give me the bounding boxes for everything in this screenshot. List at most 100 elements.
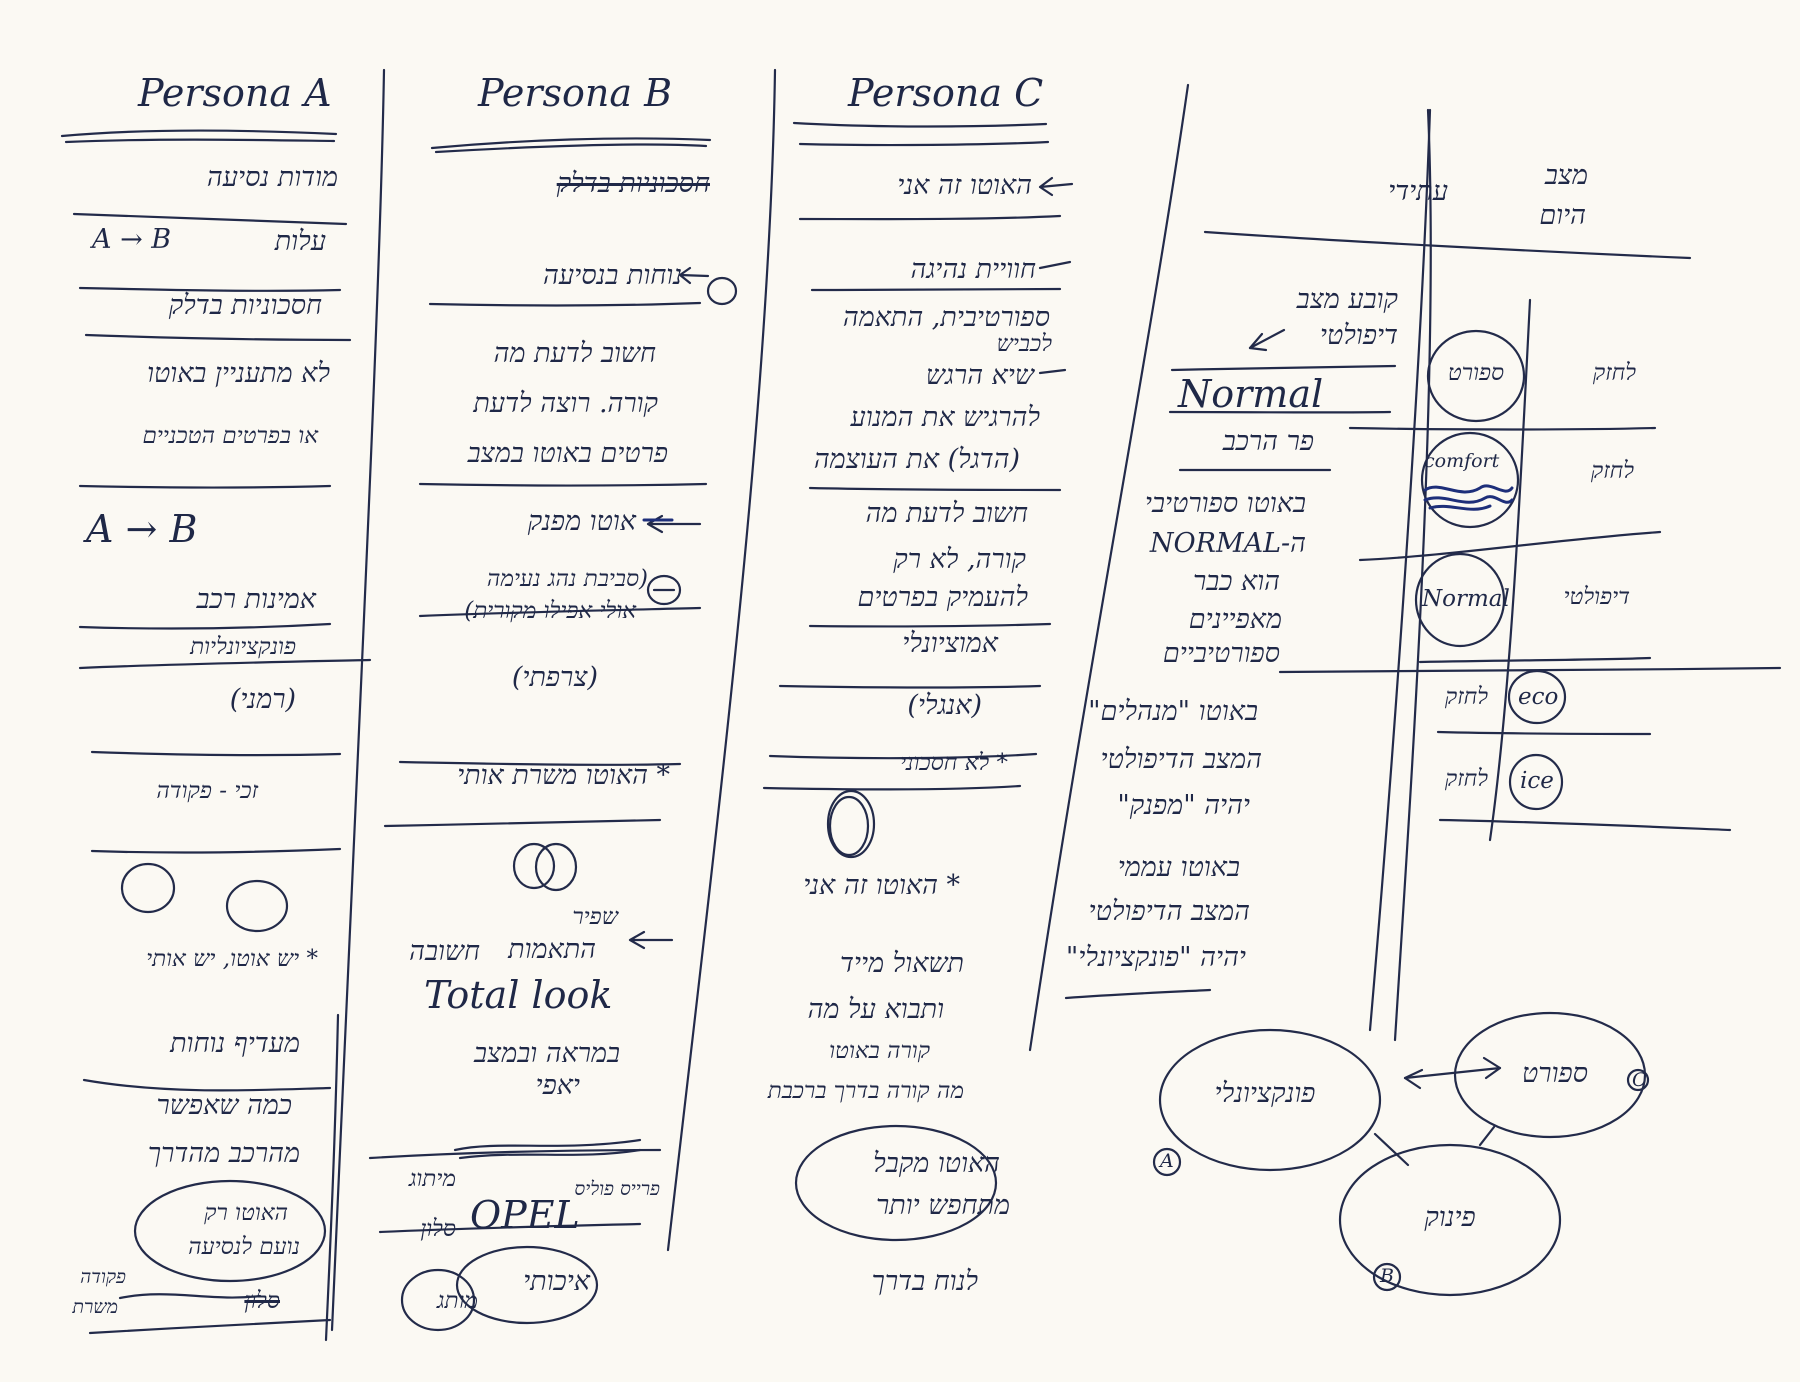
- column-d-item: ה-NORMAL: [1149, 528, 1306, 559]
- mode-label: ספורט: [1447, 360, 1505, 386]
- persona-b-item: קורה. רוצה לדעת: [473, 388, 658, 419]
- persona-b-item: מותג: [436, 1288, 478, 1314]
- persona-b-item: (סביבת נהג נעימה: [486, 566, 648, 592]
- venn-node-tag: B: [1380, 1265, 1394, 1287]
- persona-a-item: זכי - פקודה: [156, 778, 258, 804]
- persona-c-item: * לא חסכוני: [899, 750, 1008, 776]
- mode-label: eco: [1518, 684, 1559, 710]
- persona-a-item: לא מתעניין באוטו: [147, 358, 330, 389]
- mode-table-header: היום: [1539, 200, 1586, 231]
- mode-label: Normal: [1422, 586, 1510, 612]
- mode-future: לחזק: [1444, 684, 1488, 710]
- column-d-item: קובע מצב: [1296, 284, 1398, 315]
- persona-a-item: A → B: [86, 507, 198, 551]
- persona-a-item: נועם לנסיעה: [188, 1234, 300, 1260]
- persona-b-item: Total look: [424, 973, 613, 1017]
- persona-b-item: אולי אפילו מקורית): [464, 598, 636, 624]
- column-d-item: יהיה "פונקציונלי": [1065, 942, 1246, 973]
- column-d-item: הוא כבר: [1193, 566, 1280, 597]
- column-d-item: ספורטיביים: [1162, 638, 1280, 669]
- persona-a-item: מהרכב מהדרך: [147, 1138, 300, 1169]
- persona-a-item: אמינות רכב: [196, 584, 317, 615]
- persona-c-item: (אנגלי): [907, 690, 982, 721]
- persona-c-item: האוטו זה אני: [897, 170, 1032, 201]
- persona-a-item: A → B: [92, 224, 172, 255]
- persona-c-item: מה קורה בדרך ברכבת: [767, 1078, 964, 1104]
- persona-c-item: חוויית נהיגה: [910, 254, 1036, 285]
- persona-b-item: נוחות בנסיעה: [543, 260, 682, 291]
- mode-label: ice: [1520, 768, 1554, 794]
- venn-node-label: ספורט: [1522, 1058, 1588, 1089]
- persona-b-item: איכותי: [523, 1266, 590, 1297]
- persona-a-title: Persona A: [138, 71, 332, 115]
- persona-a-item: פונקציונליות: [190, 634, 296, 660]
- persona-a-item: * יש אוטו, יש אותי: [146, 946, 318, 972]
- persona-b-item: OPEL: [470, 1193, 580, 1237]
- persona-c-item: מתחפש יותר: [875, 1190, 1010, 1221]
- persona-c-item: אמוציונלי: [902, 628, 998, 659]
- persona-c-item: שיא הרגש: [925, 360, 1034, 391]
- persona-b-item: שפיר: [572, 904, 618, 930]
- persona-a-item: פקודה: [80, 1266, 126, 1288]
- persona-c-item: תשאול מייד: [839, 948, 964, 979]
- persona-a-item: מודות נסיעה: [206, 162, 338, 193]
- persona-b-item: פרייס פוליס: [574, 1178, 660, 1200]
- persona-b-item: אוטו מפנק: [527, 506, 636, 537]
- persona-b-item: חשוב לדעת מה: [493, 338, 656, 369]
- persona-b-item: (צרפתי): [511, 662, 598, 693]
- persona-c-item: קורה באוטו: [829, 1038, 930, 1064]
- column-d-item: פר הרכב: [1222, 426, 1314, 457]
- persona-c-item: לכביש: [996, 331, 1052, 357]
- venn-node-label: פינוק: [1424, 1202, 1476, 1233]
- column-d-item: המצב הדיפולטי: [1088, 896, 1250, 927]
- persona-c-item: האוטו מקבל: [873, 1148, 1000, 1179]
- column-d-item: באוטו "מנהלים": [1088, 696, 1258, 727]
- column-d-item: באוטו עממי: [1117, 852, 1240, 883]
- column-d-item: Normal: [1178, 372, 1324, 416]
- column-d-item: המצב הדיפולטי: [1100, 744, 1262, 775]
- persona-b-item: התאמות: [508, 934, 596, 965]
- persona-c-item: ותבוא על מה: [807, 994, 944, 1025]
- persona-c-title: Persona C: [848, 71, 1044, 115]
- mode-table-header: עתידי: [1388, 176, 1448, 207]
- persona-a-item: כמה שאפשר: [156, 1090, 292, 1121]
- persona-b-item: פרטים באוטו במצב: [467, 438, 668, 469]
- persona-c-item: להרגיש את המנוע: [850, 402, 1040, 433]
- persona-b-item: חשובה: [409, 936, 480, 967]
- persona-a-item: או בפרטים הטכניים: [142, 423, 318, 449]
- persona-b-item: סלון: [420, 1216, 456, 1242]
- column-d-item: באוטו ספורטיבי: [1144, 488, 1306, 519]
- persona-a-item: משרת: [72, 1296, 118, 1318]
- column-d-item: יהיה "מפנק": [1117, 790, 1250, 821]
- mode-future: דיפולטי: [1563, 584, 1630, 610]
- venn-node-label: פונקציונלי: [1214, 1078, 1316, 1109]
- persona-c-item: (הדגל) את העוצמה: [813, 444, 1020, 475]
- persona-b-item: יאפי: [535, 1070, 580, 1101]
- persona-c-item: ספורטיבית, התאמה: [842, 302, 1050, 333]
- mode-table-header: מצב: [1544, 160, 1588, 191]
- persona-c-item: חשוב לדעת מה: [865, 498, 1028, 529]
- persona-b-item: מיתוג: [408, 1166, 456, 1192]
- persona-c-item: להעמיק בפרטים: [857, 582, 1028, 613]
- venn-node-tag: A: [1160, 1150, 1174, 1172]
- persona-b-item: * האוטו משרת אותי: [457, 760, 670, 791]
- persona-b-item: במראה ובמצב: [474, 1038, 620, 1069]
- mode-future: לחזק: [1590, 458, 1634, 484]
- venn-node-tag: C: [1632, 1069, 1647, 1091]
- persona-a-item: חסכוניות בדלק: [168, 290, 322, 321]
- persona-a-item: (רמני): [229, 684, 296, 715]
- persona-c-item: * האוטו זה אני: [803, 870, 960, 901]
- persona-a-item: סלון: [244, 1288, 280, 1314]
- mode-label: comfort: [1424, 450, 1500, 472]
- persona-a-item: מעדיף נוחות: [170, 1028, 300, 1059]
- persona-a-item: עלות: [274, 226, 326, 257]
- column-d-item: מאפיינים: [1188, 604, 1282, 635]
- persona-a-item: האוטו רק: [204, 1200, 288, 1226]
- persona-c-item: לנוח בדרך: [871, 1266, 978, 1297]
- persona-b-item: חסכוניות בדלק: [556, 168, 710, 199]
- persona-b-title: Persona B: [478, 71, 673, 115]
- column-d-item: דיפולטי: [1319, 320, 1398, 351]
- mode-future: לחזק: [1592, 360, 1636, 386]
